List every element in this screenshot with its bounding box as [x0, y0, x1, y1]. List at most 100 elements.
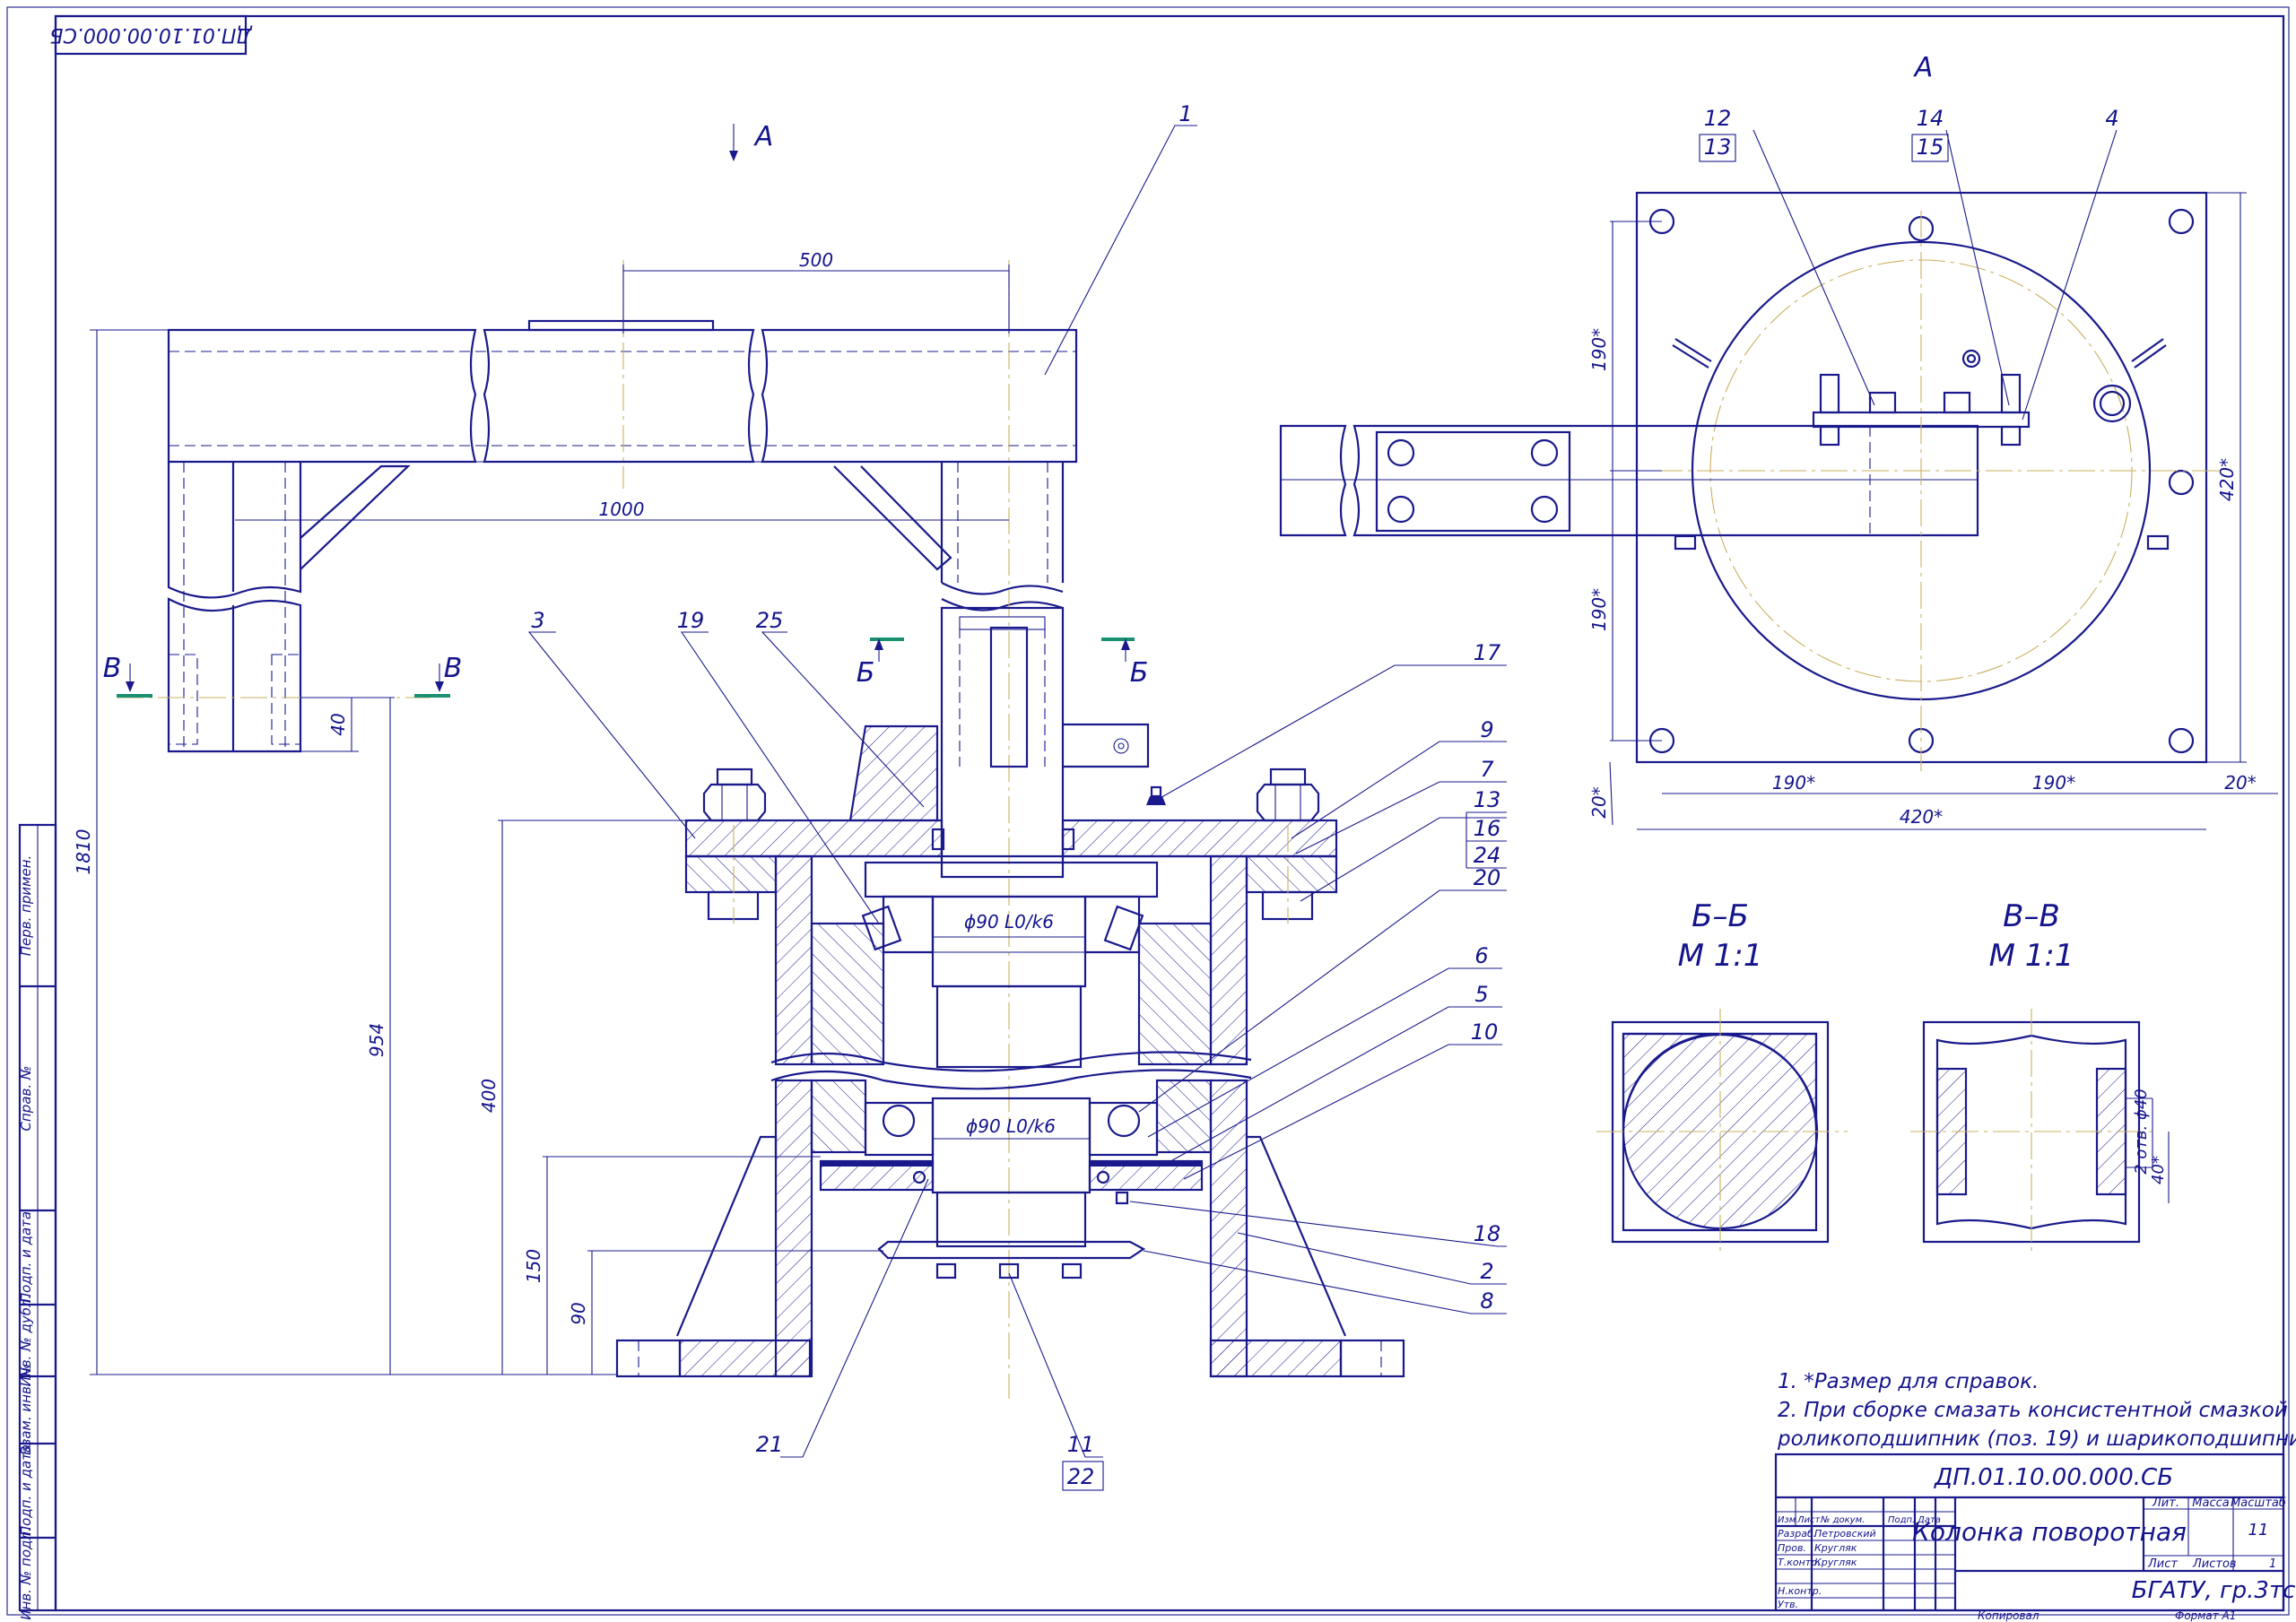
callout-24: 24: [1474, 843, 1501, 868]
rowhead-dokum: № докум.: [1820, 1515, 1865, 1525]
main-view-column: [615, 606, 1405, 1378]
stamp-sprav: Справ. №: [18, 1066, 34, 1132]
role-prov: Пров.: [1778, 1542, 1806, 1554]
callout-22: 22: [1067, 1464, 1095, 1489]
callout-16: 16: [1474, 816, 1501, 841]
callout-25: 25: [756, 608, 784, 633]
note-2: 2. При сборке смазать консистентной смаз…: [1778, 1399, 2288, 1422]
rotated-doc-code: ДП.01.10.00.000.СБ: [49, 23, 252, 46]
dim-1810: 1810: [73, 829, 94, 875]
sheets-count: 1: [2269, 1557, 2276, 1571]
dim-vv-holes: 2 отв. ϕ40: [2132, 1089, 2151, 1175]
callout-17: 17: [1474, 640, 1501, 665]
drawing-frame: ДП.01.10.00.000.СБ: [6, 6, 2290, 1616]
callout-13-view-a: 13: [1704, 134, 1732, 160]
main-view-boom: [117, 260, 1078, 1399]
rowhead-data: Дата: [1917, 1515, 1941, 1525]
name-tkontr: Кругляк: [1814, 1557, 1857, 1568]
sheets-label: Листов: [2192, 1557, 2237, 1571]
stamp-perv-primen: Перв. примен.: [18, 855, 34, 957]
view-a-title: А: [1913, 52, 1934, 83]
technical-notes: 1. *Размер для справок. 2. При сборке см…: [1777, 1370, 2296, 1451]
dimension-lines: [90, 192, 2278, 1375]
dim-1000: 1000: [599, 499, 645, 520]
header-masshtab: Масштаб: [2231, 1496, 2286, 1510]
title-name: Колонка поворотная: [1912, 1517, 2187, 1547]
cut-b-right: Б: [1130, 657, 1149, 689]
dim-40: 40: [327, 713, 349, 735]
title-block: ДП.01.10.00.000.СБ Колонка поворотная БГ…: [1774, 1453, 2296, 1622]
section-bb-scale: М 1:1: [1678, 938, 1763, 974]
callout-11: 11: [1067, 1432, 1095, 1457]
callout-10: 10: [1471, 1019, 1499, 1045]
cut-v-right: В: [444, 653, 463, 684]
dim-400: 400: [478, 1079, 500, 1113]
dim-a-190-right: 190*: [2032, 772, 2075, 794]
copied-label: Копировал: [1978, 1609, 2039, 1622]
callout-20: 20: [1474, 865, 1501, 890]
callout-9: 9: [1480, 717, 1493, 742]
dim-a-190-v1: 190*: [1588, 328, 1610, 371]
dim-90: 90: [568, 1302, 589, 1324]
dim-954: 954: [366, 1023, 387, 1057]
callout-numbers: 1 3 19 25 17 9 7 13 16 24 20 6 5 10 18 2…: [531, 101, 2119, 1491]
stamp-inv-podl: Инв. № подл.: [18, 1527, 34, 1619]
callout-21: 21: [756, 1432, 784, 1457]
callout-4: 4: [2105, 106, 2118, 131]
note-2-cont: роликоподшипник (поз. 19) и шарикоподшип…: [1777, 1427, 2296, 1451]
dim-150: 150: [523, 1249, 544, 1283]
rowhead-podp: Подп.: [1888, 1515, 1915, 1525]
callout-1: 1: [1178, 101, 1192, 126]
title-doc-code: ДП.01.10.00.000.СБ: [1934, 1464, 2173, 1491]
callout-19: 19: [677, 608, 705, 633]
dim-a-420-v: 420*: [2216, 458, 2238, 501]
role-nkontr: Н.контр.: [1778, 1585, 1822, 1597]
section-bb-title: Б–Б: [1692, 898, 1749, 934]
section-vv-title: В–В: [2003, 898, 2060, 934]
callout-2: 2: [1480, 1259, 1493, 1284]
callout-13: 13: [1474, 787, 1501, 812]
stamp-vzam-inv: Взам. инв. №: [18, 1364, 34, 1455]
cut-v-left: В: [103, 653, 122, 684]
role-utv: Утв.: [1778, 1599, 1798, 1610]
header-lit: Лит.: [2152, 1496, 2179, 1510]
dim-a-190-left: 190*: [1772, 772, 1815, 794]
sheet-label: Лист: [2147, 1557, 2178, 1571]
title-mass: 11: [2248, 1521, 2269, 1540]
callout-5: 5: [1474, 982, 1488, 1007]
dim-a-20-right: 20*: [2224, 772, 2256, 794]
name-razrab: Петровский: [1814, 1528, 1876, 1540]
leader-lines: [527, 125, 2118, 1458]
side-stamp: Перв. примен. Справ. № Подп. и дата Инв.…: [18, 823, 57, 1620]
role-tkontr: Т.контр.: [1778, 1557, 1821, 1568]
section-vv-scale: М 1:1: [1989, 938, 2074, 974]
callout-3: 3: [531, 608, 544, 633]
title-org: БГАТУ, гр.3тс: [2132, 1577, 2296, 1604]
note-1: 1. *Размер для справок.: [1778, 1370, 2039, 1393]
dim-a-20-left: 20*: [1588, 786, 1610, 818]
role-razrab: Разраб.: [1778, 1528, 1816, 1540]
stamp-podp-data-1: Подп. и дата: [18, 1211, 34, 1303]
rowhead-list: Лист: [1796, 1515, 1822, 1525]
stamp-inv-dubl: Инв. № дубл.: [18, 1295, 34, 1387]
dimension-text: 500 1000 1810 954 400 150 90 40 ϕ90 L0/k…: [73, 249, 2257, 1325]
header-massa: Масса: [2192, 1496, 2229, 1510]
view-a-arrow-label: А: [753, 121, 774, 152]
name-prov: Кругляк: [1814, 1542, 1857, 1554]
callout-14: 14: [1917, 106, 1944, 131]
rowhead-izm: Изм: [1778, 1515, 1796, 1525]
view-a: [1279, 191, 2224, 771]
callout-8: 8: [1480, 1288, 1493, 1314]
callout-6: 6: [1474, 943, 1488, 968]
format-label: Формат А1: [2175, 1609, 2236, 1622]
fit-upper-bearing: ϕ90 L0/k6: [964, 911, 1054, 932]
callout-15: 15: [1917, 134, 1944, 160]
section-bb: [1596, 1009, 1848, 1255]
stamp-podp-data-2: Подп. и дата: [18, 1444, 34, 1536]
dim-a-420-h: 420*: [1900, 806, 1943, 828]
callout-7: 7: [1480, 757, 1494, 782]
callout-12: 12: [1704, 106, 1732, 131]
dim-a-190-v2: 190*: [1588, 588, 1610, 631]
callout-18: 18: [1474, 1221, 1501, 1246]
